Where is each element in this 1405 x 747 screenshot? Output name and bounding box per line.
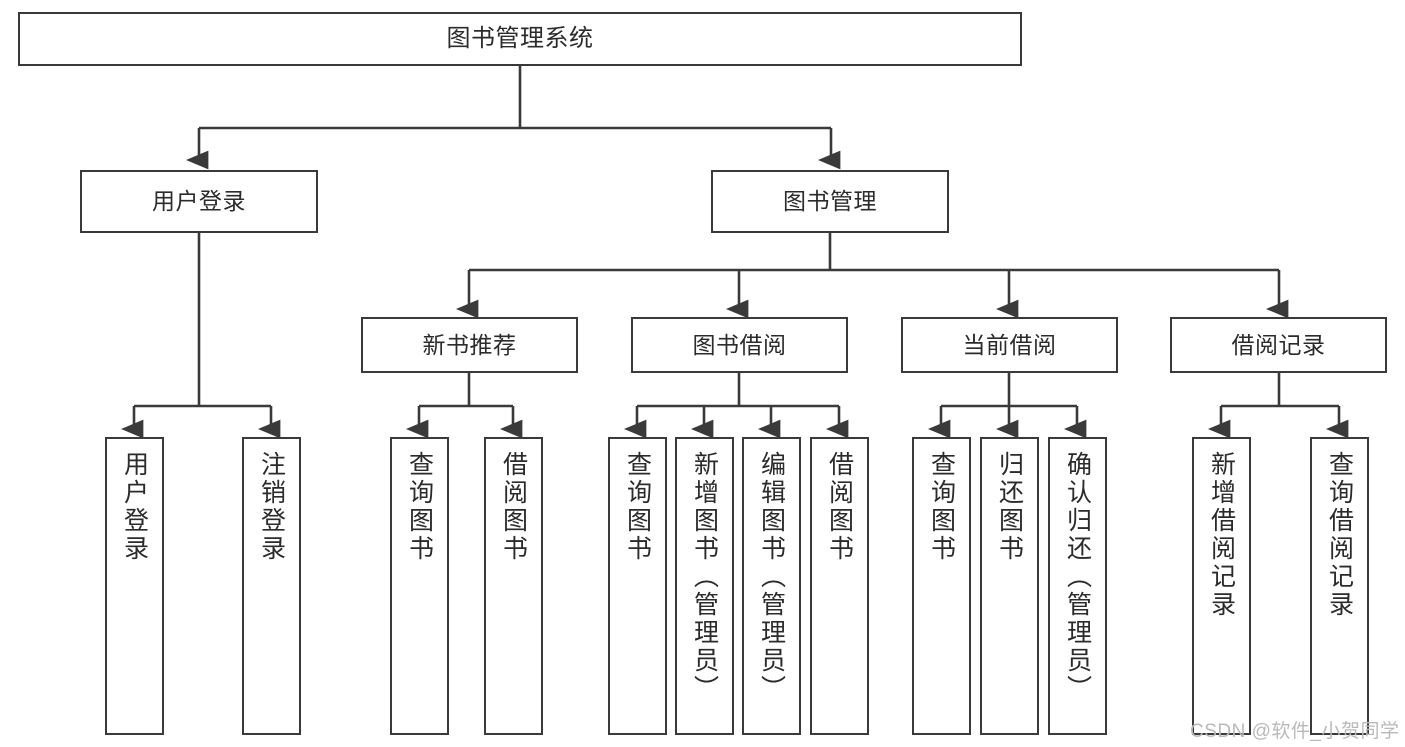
node-root-label: 图书管理系统	[446, 25, 594, 53]
leaf-add-borrow-record-label: 新增借阅记录	[1207, 451, 1236, 619]
leaf-add-book-admin[interactable]: 新增图书（管理员）	[675, 437, 734, 735]
node-new-book-recommend[interactable]: 新书推荐	[361, 317, 578, 373]
leaf-user-login[interactable]: 用户登录	[105, 437, 164, 735]
leaf-query-borrow-record-label: 查询借阅记录	[1325, 451, 1354, 619]
leaf-borrow-books[interactable]: 借阅图书	[810, 437, 869, 735]
leaf-edit-book-admin[interactable]: 编辑图书（管理员）	[742, 437, 801, 735]
leaf-logout-label: 注销登录	[257, 451, 286, 563]
node-book-management[interactable]: 图书管理	[711, 170, 949, 233]
leaf-query-books-borrow-label: 查询图书	[623, 451, 652, 563]
node-user-login[interactable]: 用户登录	[80, 170, 318, 233]
node-new-book-recommend-label: 新书推荐	[422, 331, 517, 358]
node-current-borrow[interactable]: 当前借阅	[901, 317, 1118, 373]
leaf-query-books-recommend[interactable]: 查询图书	[390, 437, 449, 735]
leaf-return-books-label: 归还图书	[995, 451, 1024, 563]
leaf-borrow-books-recommend[interactable]: 借阅图书	[484, 437, 543, 735]
node-book-borrow[interactable]: 图书借阅	[631, 317, 848, 373]
leaf-edit-book-admin-label: 编辑图书（管理员）	[757, 451, 786, 703]
leaf-query-borrow-record[interactable]: 查询借阅记录	[1310, 437, 1369, 735]
leaf-add-borrow-record[interactable]: 新增借阅记录	[1192, 437, 1251, 735]
csdn-watermark: CSDN @软件_小贺同学	[1190, 721, 1400, 742]
leaf-confirm-return-admin-label: 确认归还（管理员）	[1063, 451, 1092, 703]
leaf-borrow-books-label: 借阅图书	[825, 451, 854, 563]
leaf-logout[interactable]: 注销登录	[242, 437, 301, 735]
node-root[interactable]: 图书管理系统	[18, 12, 1022, 66]
leaf-query-books-current-label: 查询图书	[927, 451, 956, 563]
node-book-management-label: 图书管理	[783, 188, 877, 215]
node-current-borrow-label: 当前借阅	[962, 331, 1057, 358]
node-user-login-label: 用户登录	[152, 188, 246, 215]
leaf-borrow-books-recommend-label: 借阅图书	[499, 451, 528, 563]
node-borrow-records-label: 借阅记录	[1231, 331, 1326, 358]
leaf-add-book-admin-label: 新增图书（管理员）	[690, 451, 719, 703]
node-borrow-records[interactable]: 借阅记录	[1170, 317, 1387, 373]
leaf-query-books-borrow[interactable]: 查询图书	[608, 437, 667, 735]
leaf-user-login-label: 用户登录	[120, 451, 149, 563]
leaf-query-books-recommend-label: 查询图书	[405, 451, 434, 563]
leaf-confirm-return-admin[interactable]: 确认归还（管理员）	[1048, 437, 1107, 735]
node-book-borrow-label: 图书借阅	[692, 331, 787, 358]
leaf-return-books[interactable]: 归还图书	[980, 437, 1039, 735]
leaf-query-books-current[interactable]: 查询图书	[912, 437, 971, 735]
